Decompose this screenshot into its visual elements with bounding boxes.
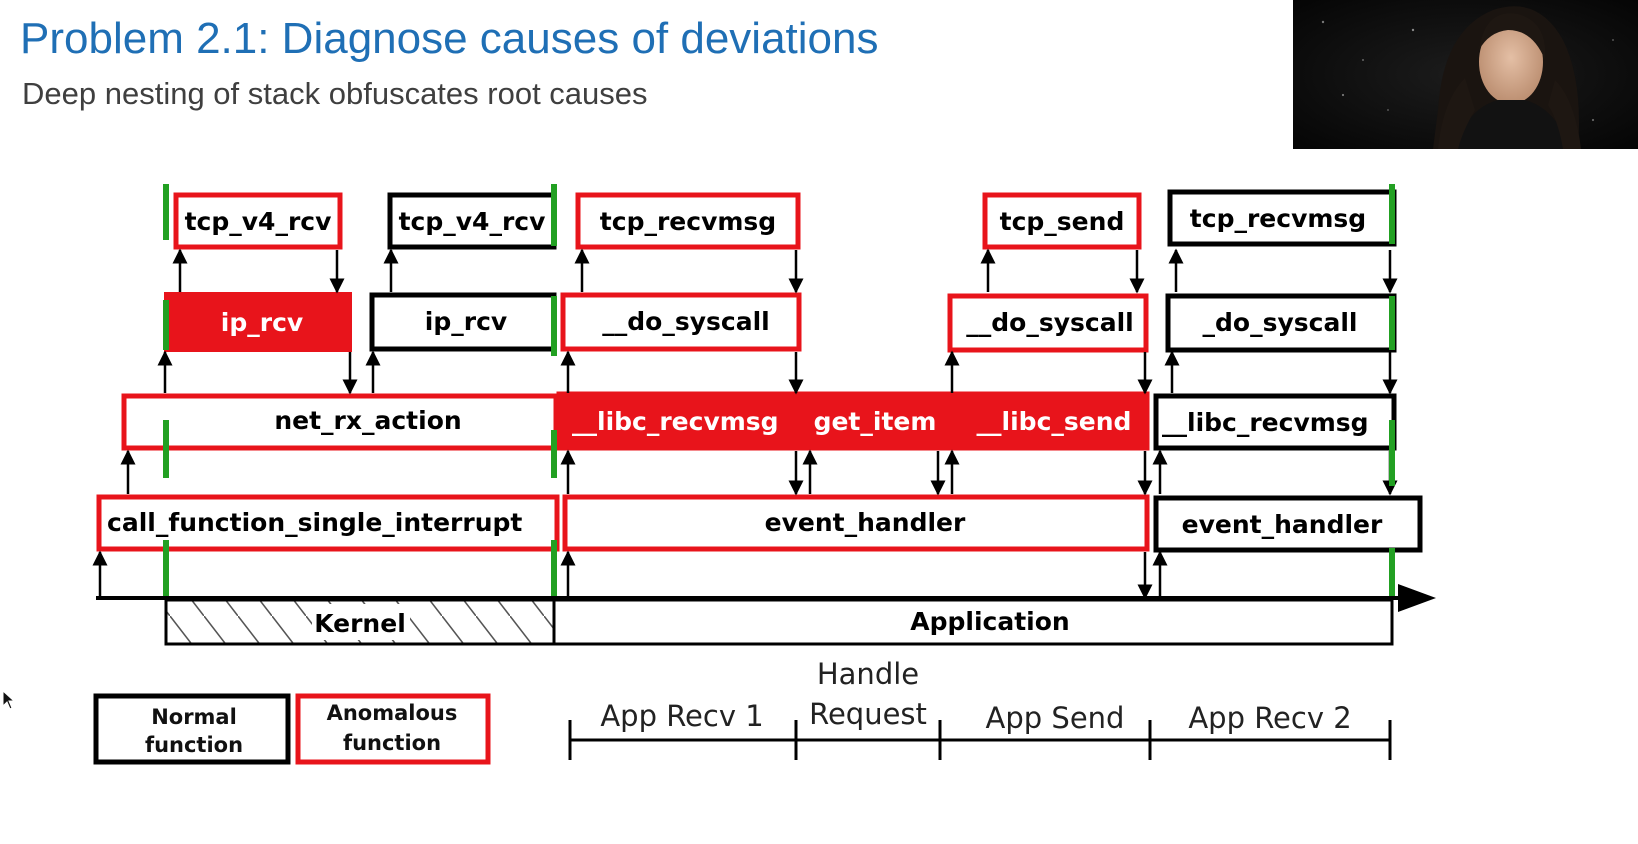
func-label: __libc_send <box>977 407 1132 436</box>
func-label: ip_rcv <box>221 308 303 337</box>
time-axis <box>96 584 1436 612</box>
phase-labels: App Recv 1 Handle Request App Send App R… <box>600 657 1351 735</box>
func-call-function-single-interrupt-anomalous: call_function_single_interrupt <box>96 494 560 552</box>
axis-arrowhead <box>1398 584 1436 612</box>
application-region: Application <box>552 598 1394 646</box>
speaker-video <box>1293 0 1638 149</box>
phase-app-send: App Send <box>986 701 1125 735</box>
func-do-syscall-normal: _do_syscall <box>1165 293 1397 353</box>
func-label: tcp_recvmsg <box>600 207 776 236</box>
func-event-handler-anomalous: event_handler <box>562 494 1150 552</box>
phase-ruler <box>568 720 1392 760</box>
func-label: call_function_single_interrupt <box>107 508 522 537</box>
slide-title: Problem 2.1: Diagnose causes of deviatio… <box>20 14 879 63</box>
func-label: __do_syscall <box>966 308 1133 337</box>
slide-subtitle: Deep nesting of stack obfuscates root ca… <box>22 76 648 111</box>
legend-normal-function: Normal function <box>93 693 291 765</box>
func-label: event_handler <box>765 508 966 537</box>
kernel-label: Kernel <box>314 609 406 638</box>
func-libc-recvmsg-normal: __libc_recvmsg <box>1153 393 1397 451</box>
phase-app-recv-1: App Recv 1 <box>600 699 763 733</box>
func-label: get_item <box>814 407 937 436</box>
func-label: tcp_send <box>1000 207 1125 236</box>
func-tcp-recvmsg-anomalous: tcp_recvmsg <box>575 192 801 250</box>
legend-label: function <box>145 733 243 757</box>
legend-label: function <box>343 731 441 755</box>
func-label: tcp_recvmsg <box>1190 204 1366 233</box>
func-label: tcp_v4_rcv <box>185 207 332 236</box>
func-label: __do_syscall <box>602 307 769 336</box>
func-label: event_handler <box>1182 510 1383 539</box>
func-tcp-v4-rcv-anomalous: tcp_v4_rcv <box>173 192 343 250</box>
func-event-handler-normal: event_handler <box>1153 495 1423 553</box>
func-tcp-v4-rcv-normal: tcp_v4_rcv <box>387 192 557 250</box>
func-do-syscall-anomalous-1: __do_syscall <box>560 292 802 352</box>
func-libc-recvmsg-anomalous: __libc_recvmsg <box>556 391 806 451</box>
func-libc-send-anomalous: __libc_send <box>944 391 1150 451</box>
func-label: ip_rcv <box>425 307 507 336</box>
speaker-video-frame <box>1293 0 1638 149</box>
phase-handle-request-line2: Request <box>809 697 927 731</box>
time-markers <box>163 184 1395 600</box>
legend-anomalous-function: Anomalous function <box>295 693 491 765</box>
call-arrows <box>92 248 1398 600</box>
func-tcp-send-anomalous: tcp_send <box>982 192 1142 250</box>
func-ip-rcv-anomalous: ip_rcv <box>164 292 352 352</box>
application-label: Application <box>910 607 1069 636</box>
phase-handle-request-line1: Handle <box>817 657 919 691</box>
func-net-rx-action-anomalous: net_rx_action <box>121 393 559 451</box>
func-label: _do_syscall <box>1203 308 1358 337</box>
func-label: tcp_v4_rcv <box>399 207 546 236</box>
legend-label: Normal <box>151 705 237 729</box>
phase-app-recv-2: App Recv 2 <box>1188 701 1351 735</box>
kernel-region: Kernel <box>164 598 556 646</box>
func-label: net_rx_action <box>274 406 461 435</box>
func-tcp-recvmsg-normal: tcp_recvmsg <box>1167 189 1397 247</box>
func-ip-rcv-normal: ip_rcv <box>369 292 557 352</box>
legend-label: Anomalous <box>327 701 458 725</box>
func-do-syscall-anomalous-2: __do_syscall <box>947 293 1149 353</box>
mouse-pointer-icon <box>2 690 16 710</box>
func-label: __libc_recvmsg <box>1162 408 1369 437</box>
func-label: __libc_recvmsg <box>572 407 779 436</box>
func-get-item-anomalous: get_item <box>802 391 948 451</box>
